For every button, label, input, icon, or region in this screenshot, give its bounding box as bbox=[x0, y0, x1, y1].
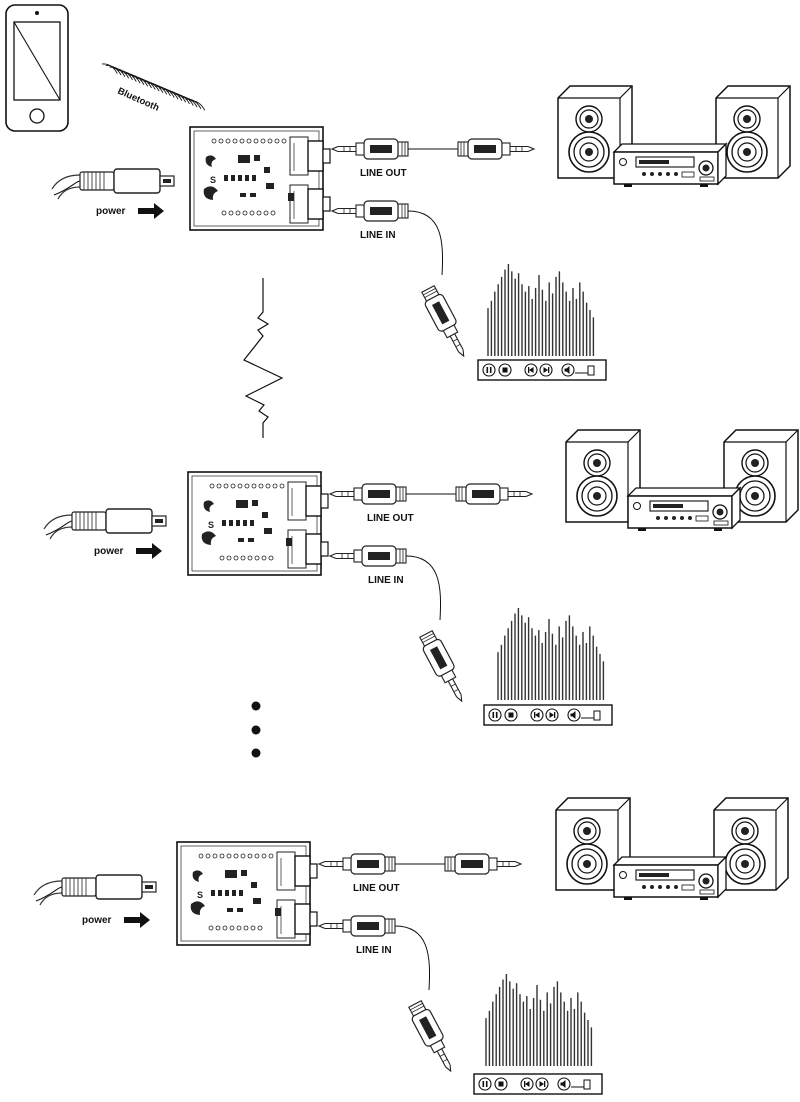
micro-usb-cable-icon bbox=[51, 168, 175, 200]
audio-jack-plug-icon bbox=[416, 628, 472, 707]
line-out-label: LINE OUT bbox=[353, 883, 400, 894]
speaker-icon bbox=[715, 85, 791, 179]
audio-cable-icon bbox=[405, 555, 441, 621]
media-player-controls-icon bbox=[483, 704, 613, 726]
audio-jack-plug-icon bbox=[331, 200, 409, 222]
media-player-controls-icon bbox=[477, 359, 607, 381]
audio-cable-icon bbox=[407, 210, 443, 276]
audio-equalizer-icon bbox=[485, 974, 593, 1066]
power-arrow-icon bbox=[136, 543, 162, 559]
audio-jack-plug-icon bbox=[329, 483, 407, 505]
power-label: power bbox=[82, 915, 112, 926]
bluetooth-audio-board-icon bbox=[189, 126, 331, 231]
line-out-label: LINE OUT bbox=[367, 513, 414, 524]
power-label: power bbox=[94, 546, 124, 557]
amplifier-receiver-icon bbox=[613, 143, 727, 188]
audio-jack-plug-icon bbox=[455, 483, 533, 505]
bluetooth-label: Bluetooth bbox=[116, 86, 161, 114]
audio-jack-plug-icon bbox=[444, 853, 522, 875]
line-out-label: LINE OUT bbox=[360, 168, 407, 179]
power-arrow-icon bbox=[124, 912, 150, 928]
audio-jack-plug-icon bbox=[318, 915, 396, 937]
line-in-label: LINE IN bbox=[360, 230, 396, 241]
audio-jack-plug-icon bbox=[405, 998, 461, 1077]
micro-usb-cable-icon bbox=[43, 508, 167, 540]
chain-2 bbox=[43, 429, 799, 726]
audio-jack-plug-icon bbox=[418, 283, 474, 362]
bluetooth-waves-icon bbox=[101, 63, 206, 111]
power-arrow-icon bbox=[138, 203, 164, 219]
bluetooth-audio-board-icon bbox=[187, 471, 329, 576]
audio-jack-plug-icon bbox=[331, 138, 409, 160]
chain-1 bbox=[51, 85, 791, 381]
line-in-label: LINE IN bbox=[356, 945, 392, 956]
amplifier-receiver-icon bbox=[627, 487, 741, 532]
smartphone-icon bbox=[5, 4, 69, 132]
audio-jack-plug-icon bbox=[329, 545, 407, 567]
bluetooth-audio-board-icon bbox=[176, 841, 318, 946]
audio-equalizer-icon bbox=[497, 608, 605, 700]
ellipsis-dots-icon bbox=[251, 701, 261, 758]
chain-3 bbox=[33, 797, 789, 1095]
line-in-label: LINE IN bbox=[368, 575, 404, 586]
amplifier-receiver-icon bbox=[613, 856, 727, 901]
power-label: power bbox=[96, 206, 126, 217]
media-player-controls-icon bbox=[473, 1073, 603, 1095]
audio-jack-plug-icon bbox=[457, 138, 535, 160]
audio-equalizer-icon bbox=[487, 264, 595, 356]
audio-jack-plug-icon bbox=[318, 853, 396, 875]
connection-line-icon bbox=[243, 278, 284, 438]
micro-usb-cable-icon bbox=[33, 874, 157, 906]
audio-cable-icon bbox=[394, 925, 430, 991]
